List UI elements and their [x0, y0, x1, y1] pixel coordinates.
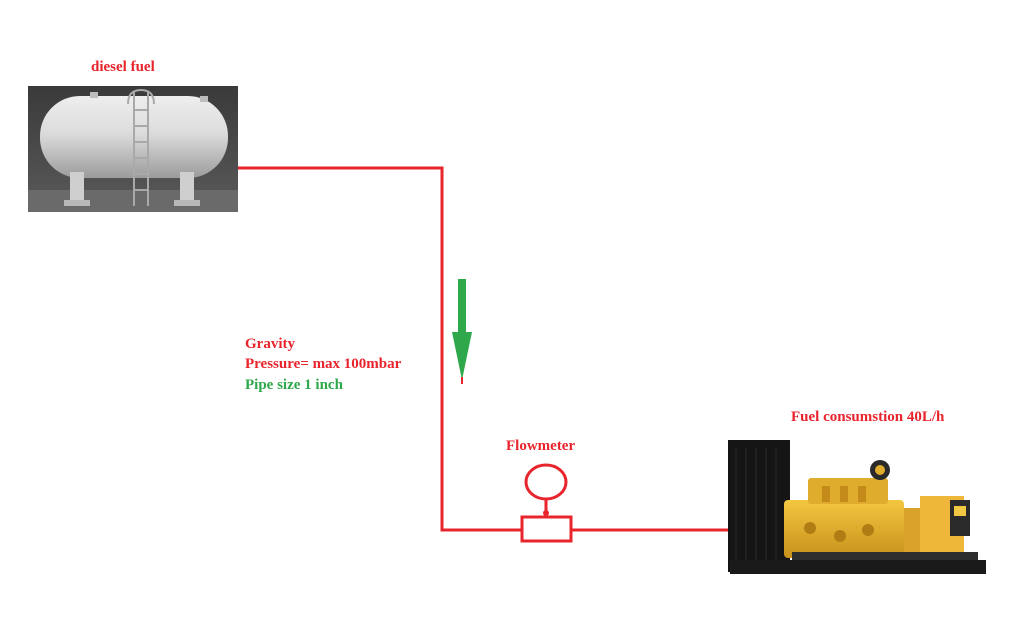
- pressure-label: Pressure= max 100mbar: [245, 356, 401, 373]
- flow-direction-arrow: [452, 279, 472, 384]
- flowmeter-label: Flowmeter: [506, 438, 575, 455]
- fuel-consumption-label: Fuel consumstion 40L/h: [791, 409, 944, 426]
- diesel-tank-image: [28, 86, 238, 212]
- pipe-size-label: Pipe size 1 inch: [245, 377, 343, 394]
- diesel-generator-image: [728, 440, 986, 574]
- tank-label: diesel fuel: [91, 59, 155, 76]
- gravity-label: Gravity: [245, 336, 295, 353]
- fuel-pipe: [238, 168, 736, 530]
- flowmeter-symbol: [522, 465, 571, 541]
- flowmeter-pointer-dot: [543, 510, 549, 516]
